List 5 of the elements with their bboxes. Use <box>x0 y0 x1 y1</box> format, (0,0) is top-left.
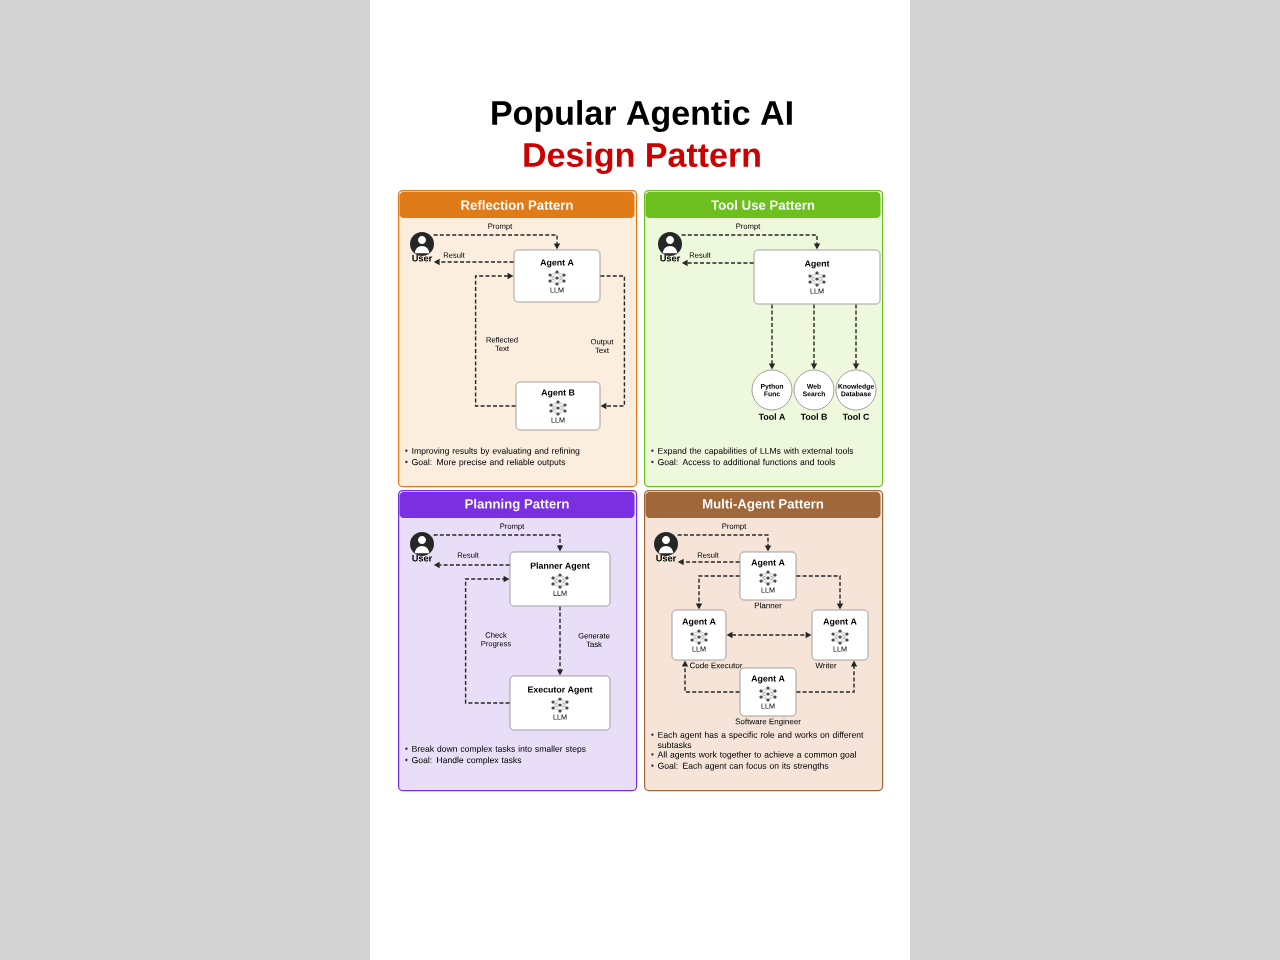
arrow <box>474 272 517 407</box>
title: Popular Agentic AI <box>492 100 792 132</box>
arrow <box>464 575 511 704</box>
subtitle: Design Pattern <box>524 142 760 174</box>
arrow <box>599 275 626 410</box>
